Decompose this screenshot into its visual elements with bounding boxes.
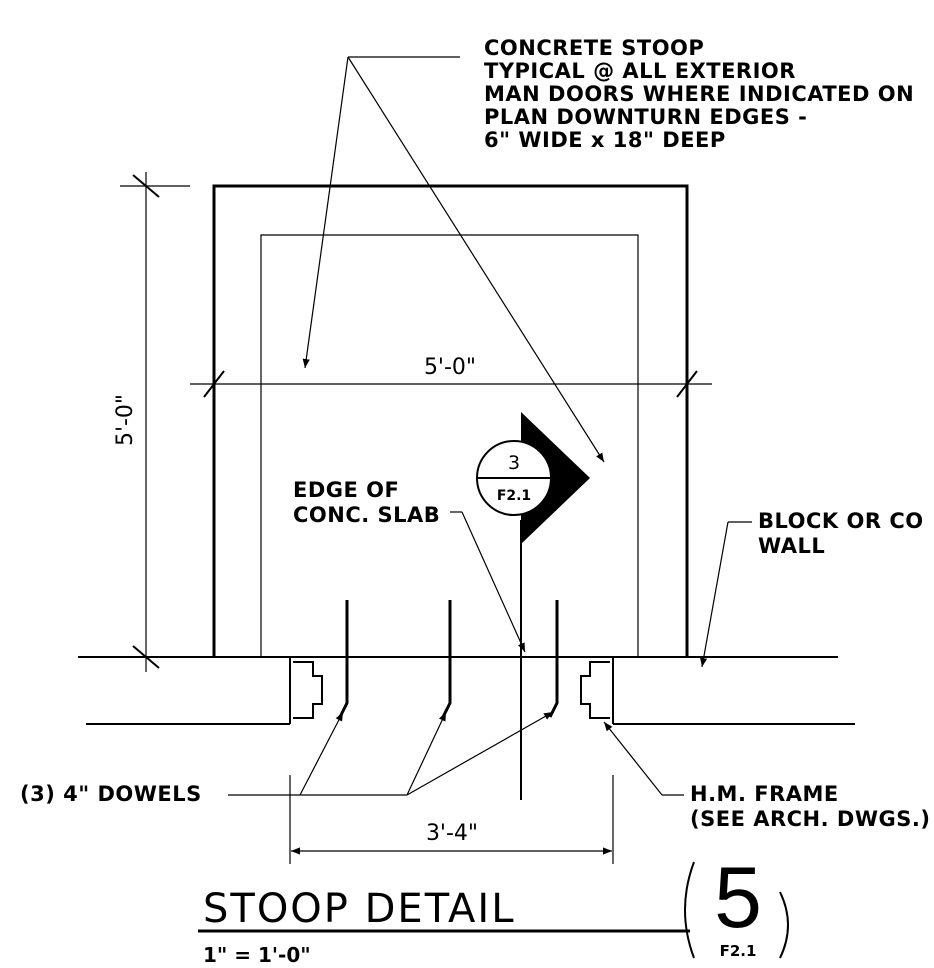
frame-leader — [603, 721, 684, 796]
dimension-width — [190, 370, 712, 398]
section-bubble-number: 3 — [508, 452, 520, 474]
detail-title: STOOP DETAIL — [203, 886, 515, 932]
hm-frame-right — [580, 661, 610, 719]
detail-sheet: F2.1 — [720, 942, 757, 960]
wall-left — [78, 656, 291, 725]
dowels — [338, 600, 559, 718]
hm-frame-left — [293, 661, 323, 719]
wall-right — [612, 656, 855, 725]
slab-edge-leader — [450, 511, 526, 653]
stoop-note-line-3: MAN DOORS WHERE INDICATED ON — [484, 82, 914, 106]
slab-edge-note-line-1: EDGE OF — [293, 478, 399, 502]
stoop-note-line-1: CONCRETE STOOP — [484, 36, 704, 60]
stoop-outline — [212, 184, 689, 657]
dimension-door — [289, 775, 614, 864]
dimension-depth-label: 5'-0" — [113, 394, 138, 446]
slab-edge-note-line-2: CONC. SLAB — [293, 503, 440, 527]
stoop-note-line-5: 6" WIDE x 18" DEEP — [484, 128, 726, 152]
dowels-note: (3) 4" DOWELS — [20, 782, 202, 806]
dimension-width-label: 5'-0" — [424, 355, 476, 380]
section-bubble — [476, 412, 590, 544]
detail-number: 5 — [714, 850, 762, 946]
frame-note-line-1: H.M. FRAME — [690, 782, 839, 806]
wall-note-line-2: WALL — [758, 534, 825, 558]
detail-scale: 1" = 1'-0" — [203, 943, 311, 967]
dowels-leader — [228, 711, 554, 796]
stoop-note: CONCRETE STOOP TYPICAL @ ALL EXTERIOR MA… — [484, 36, 914, 152]
frame-note-line-2: (SEE ARCH. DWGS.) — [690, 807, 930, 831]
section-bubble-sheet: F2.1 — [497, 488, 531, 504]
stoop-note-leaders — [302, 56, 605, 463]
wall-leader — [700, 521, 752, 668]
stoop-note-line-2: TYPICAL @ ALL EXTERIOR — [484, 59, 796, 83]
dimension-depth — [120, 172, 190, 672]
dimension-door-label: 3'-4" — [426, 821, 478, 846]
detail-reference-bubble — [684, 861, 789, 959]
wall-note-line-1: BLOCK OR CO — [758, 509, 924, 533]
stoop-note-line-4: PLAN DOWNTURN EDGES - — [484, 105, 807, 129]
